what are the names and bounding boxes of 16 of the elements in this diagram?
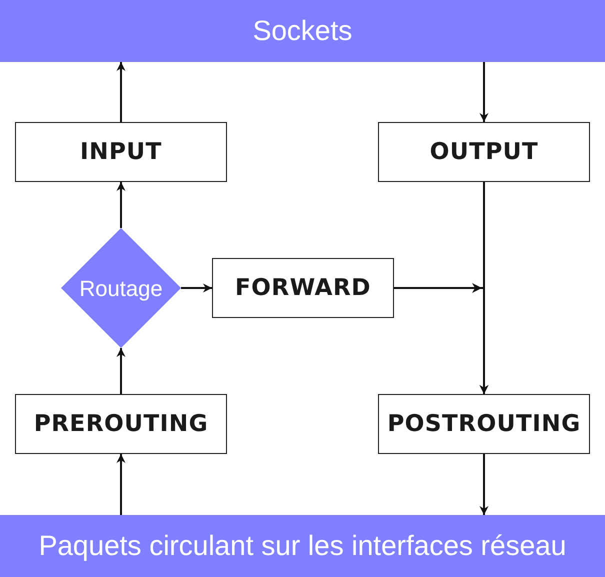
arrow	[116, 182, 126, 228]
arrow	[116, 348, 126, 394]
arrow	[116, 62, 126, 122]
arrow	[181, 284, 212, 292]
arrow	[394, 283, 488, 394]
process-box: POSTROUTING	[378, 394, 590, 454]
banner: Sockets	[0, 0, 605, 62]
process-box: PREROUTING	[15, 394, 227, 454]
arrow	[480, 62, 488, 122]
process-box: INPUT	[15, 122, 227, 182]
process-box: OUTPUT	[378, 122, 590, 182]
arrow	[116, 454, 126, 515]
decision-diamond: Routage	[61, 228, 181, 348]
process-box: FORWARD	[212, 258, 394, 318]
arrow	[480, 454, 488, 515]
banner: Paquets circulant sur les interfaces réseau	[0, 515, 605, 577]
